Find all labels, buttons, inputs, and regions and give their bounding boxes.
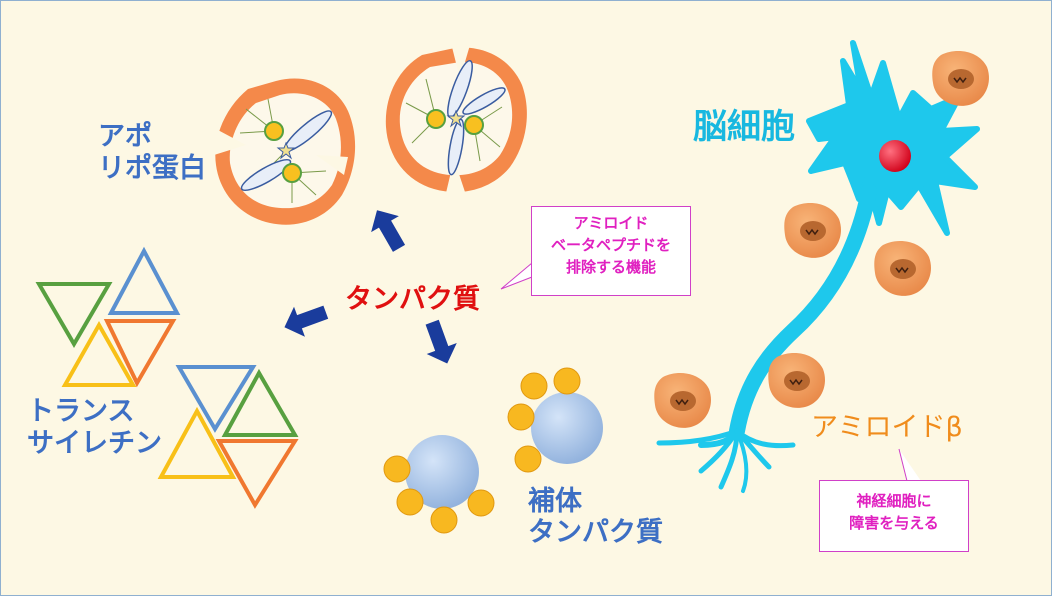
callout-function: アミロイド ベータペプチドを 排除する機能 xyxy=(531,206,691,296)
label-apolipoprotein-line2: リポ蛋白 xyxy=(98,153,206,184)
callout-function-line1: アミロイド xyxy=(573,214,649,232)
label-brain-cell: 脳細胞 xyxy=(693,107,795,147)
neuron-nucleus xyxy=(879,140,911,172)
arrow-to-lipoprotein xyxy=(371,210,406,252)
amyloid-blob xyxy=(768,353,825,408)
arrow-to-transthyretin xyxy=(284,305,329,337)
label-center-protein: タンパク質 xyxy=(345,284,480,315)
amyloid-blob xyxy=(654,373,711,428)
amyloid-blob xyxy=(784,203,841,258)
label-apolipoprotein-line1: アポ xyxy=(98,121,152,152)
label-complement-line1: 補体 xyxy=(528,486,582,517)
lipoprotein-particle-right xyxy=(385,45,527,195)
callout-function-line3: 排除する機能 xyxy=(565,257,656,276)
label-transthyretin-line2: サイレチン xyxy=(27,428,162,459)
transthyretin-triangles xyxy=(35,246,299,509)
callout-tail-damage xyxy=(898,448,921,482)
callout-function-line2: ベータペプチドを xyxy=(550,235,671,254)
lipoprotein-particle-left xyxy=(214,78,356,225)
amyloid-blob xyxy=(932,51,989,106)
complement-proteins xyxy=(383,367,603,534)
callout-tail-function xyxy=(500,262,533,290)
neuron xyxy=(656,40,980,493)
amyloid-blob xyxy=(874,241,931,296)
label-complement-line2: タンパク質 xyxy=(528,517,663,548)
callout-damage-line2: 障害を与える xyxy=(849,513,939,532)
label-transthyretin-line1: トランス xyxy=(27,396,135,427)
arrow-to-complement xyxy=(425,319,457,364)
label-amyloid-beta: アミロイドβ xyxy=(811,412,963,443)
callout-damage: 神経細胞に 障害を与える xyxy=(819,480,969,552)
amyloid-beta-plaques xyxy=(654,51,989,428)
callout-damage-line1: 神経細胞に xyxy=(856,492,932,510)
